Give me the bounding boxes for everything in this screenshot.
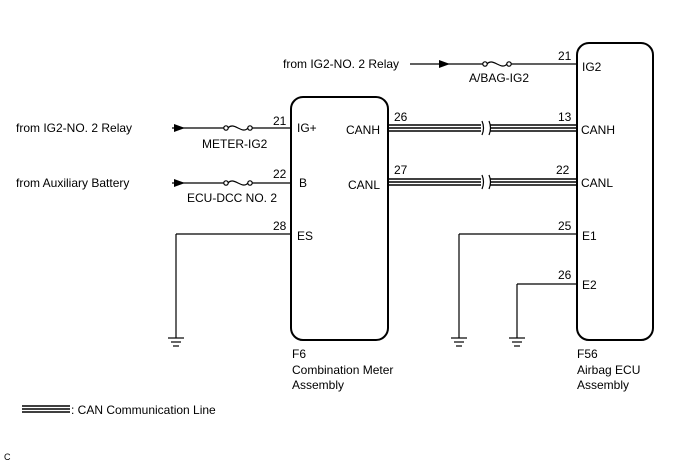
pin-num-meter-b: 22 [273,167,287,181]
combination-meter-box [290,96,389,341]
pin-num-airbag-canl: 22 [556,163,570,177]
pin-num-meter-canl: 27 [394,163,408,177]
can-line-canh [388,124,577,132]
pin-label-airbag-e1: E1 [582,229,597,243]
pin-num-airbag-e2: 26 [558,268,572,282]
source-meter-ig: from IG2-NO. 2 Relay [16,121,132,135]
airbag-name-line2: Assembly [577,378,629,392]
pin-num-airbag-canh: 13 [558,110,572,124]
source-meter-battery: from Auxiliary Battery [16,176,129,190]
arrow-airbag-ig [439,60,450,68]
pin-label-airbag-e2: E2 [582,278,597,292]
airbag-ecu-box [576,42,654,341]
fuse-label-abag-ig2: A/BAG-IG2 [469,71,529,85]
fuse-ecu-dcc [223,180,253,186]
pin-num-airbag-e1: 25 [558,219,572,233]
pin-label-meter-canh: CANH [346,123,380,137]
figure-code: C [4,452,11,462]
pin-label-meter-b: B [299,176,307,190]
pin-num-airbag-ig2: 21 [558,49,572,63]
meter-name-line1: Combination Meter [292,363,393,377]
airbag-name-line1: Airbag ECU [577,363,640,377]
meter-name-line2: Assembly [292,378,344,392]
legend-can-line-label: : CAN Communication Line [71,403,216,417]
arrow-meter-ig [174,124,185,132]
pin-num-meter-ig: 21 [273,114,287,128]
pin-label-airbag-ig2: IG2 [582,60,602,74]
pin-label-meter-canl: CANL [348,178,380,192]
break-mark-canh [481,120,492,136]
fuse-label-ecu-dcc: ECU-DCC NO. 2 [187,191,277,205]
meter-connector-id: F6 [292,347,306,361]
ground-symbol-meter [168,337,184,347]
pin-num-meter-canh: 26 [394,110,408,124]
airbag-connector-id: F56 [577,347,598,361]
pin-label-airbag-canl: CANL [581,176,613,190]
pin-num-meter-es: 28 [273,219,287,233]
fuse-label-meter-ig2: METER-IG2 [202,137,268,151]
fuse-abag-ig2 [482,61,512,67]
break-mark-canl [481,174,492,190]
fuse-meter-ig2 [223,125,253,131]
ground-symbol-airbag-e2 [509,337,525,347]
legend-can-line-symbol [22,405,70,413]
can-line-canl [388,178,577,186]
pin-label-meter-ig: IG+ [297,121,317,135]
pin-label-airbag-canh: CANH [581,123,615,137]
pin-label-meter-es: ES [297,229,313,243]
ground-symbol-airbag-e1 [451,337,467,347]
source-airbag-ig: from IG2-NO. 2 Relay [283,57,399,71]
arrow-meter-battery [174,179,185,187]
